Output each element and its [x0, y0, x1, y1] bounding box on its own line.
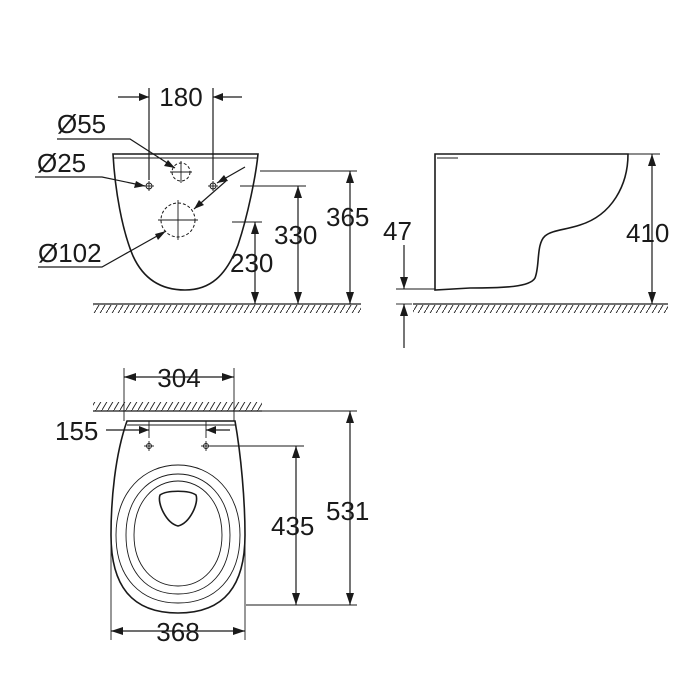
- dim-368-label: 368: [156, 617, 199, 647]
- dim-304-label: 304: [157, 363, 200, 393]
- floor-hatch: [93, 305, 361, 313]
- dim-230-label: 230: [230, 248, 273, 278]
- wall-hatch: [93, 402, 262, 411]
- front-view: 180 Ø55 Ø25 Ø102 230 330 365: [35, 82, 369, 313]
- dim-dia102-label: Ø102: [38, 238, 102, 268]
- dim-155-label: 155: [55, 416, 98, 446]
- dim-dia25-label: Ø25: [37, 148, 86, 178]
- dim-531-label: 531: [326, 496, 369, 526]
- dim-180-label: 180: [159, 82, 202, 112]
- front-bowl-outline: [112, 153, 259, 291]
- seat-inner: [125, 473, 231, 595]
- seat-opening: [133, 480, 223, 587]
- dim-365-label: 365: [326, 202, 369, 232]
- side-bowl-outline: [434, 153, 629, 291]
- plan-view: 304 155 435 531 368: [55, 363, 369, 647]
- dim-47-label: 47: [383, 216, 412, 246]
- seat-outer: [115, 464, 241, 604]
- side-view: 410 47: [383, 153, 669, 348]
- plan-bowl-outline: [110, 420, 246, 614]
- dim-dia55-label: Ø55: [57, 109, 106, 139]
- dim-435-label: 435: [271, 511, 314, 541]
- dim-330-label: 330: [274, 220, 317, 250]
- rim-outlet: [158, 490, 198, 527]
- dim-410-label: 410: [626, 218, 669, 248]
- side-floor-hatch: [413, 305, 668, 313]
